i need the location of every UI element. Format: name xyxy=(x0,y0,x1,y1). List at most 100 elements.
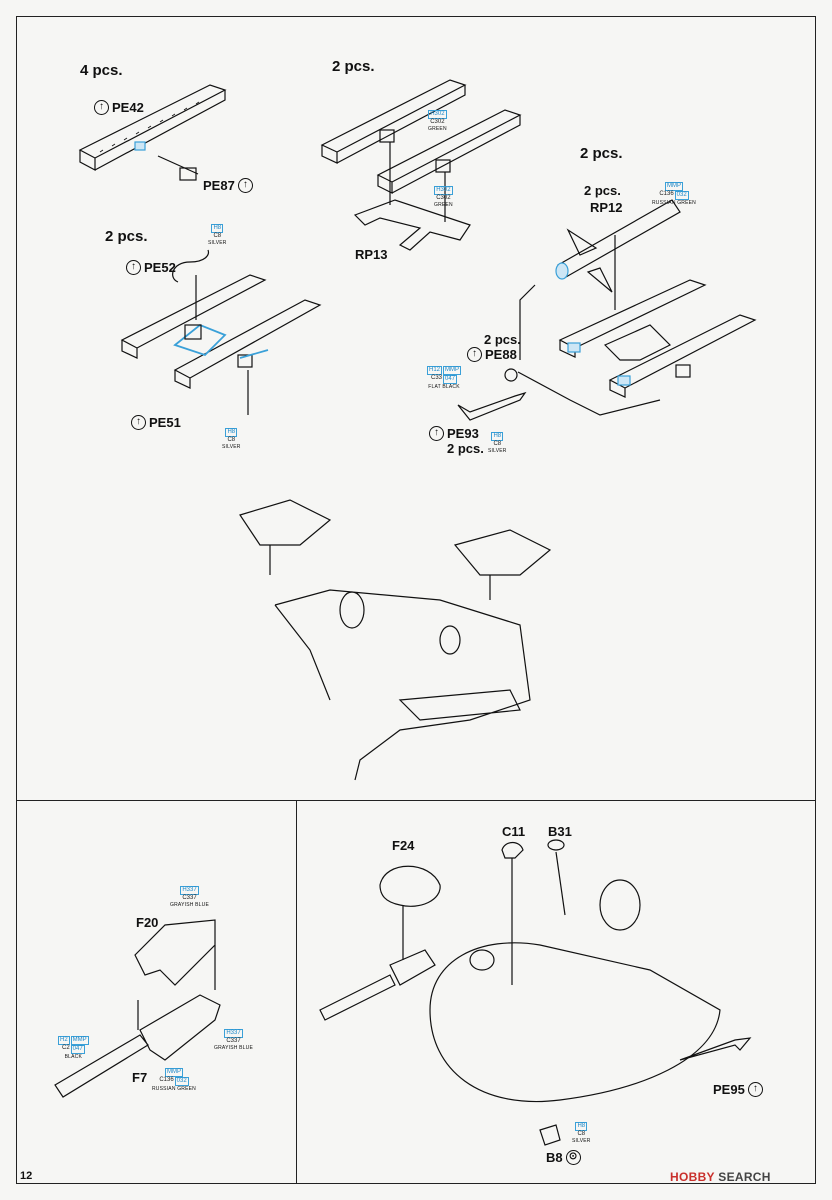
paint-name: GREEN xyxy=(428,126,447,132)
rail-right-upper-drawing xyxy=(558,279,707,358)
part-label-b8: B8 ⊙ xyxy=(546,1150,581,1165)
paint-code: C8 xyxy=(227,437,236,443)
quantity-label: 2 pcs. xyxy=(105,228,148,245)
paint-name: SILVER xyxy=(222,444,241,450)
rail-pe42-drawing xyxy=(78,84,227,171)
paint-code: H8 xyxy=(491,432,504,441)
paint-code: C8 xyxy=(493,441,502,447)
paint-code: MMP xyxy=(70,1036,89,1045)
paint-code: H8 xyxy=(211,224,224,233)
paint-callout-silver: H8 C8 SILVER xyxy=(572,1122,591,1145)
photo-etch-icon: ↑ xyxy=(429,426,444,441)
quantity-label: 2 pcs. xyxy=(447,441,484,456)
strap-pe93-drawing xyxy=(457,391,527,421)
quantity-label: 2 pcs. xyxy=(332,58,375,75)
paint-code: MMP xyxy=(665,182,683,191)
block-drawing xyxy=(179,167,197,181)
paint-code: 032 xyxy=(174,1077,189,1086)
part-label-f24: F24 xyxy=(392,838,415,853)
part-b31-drawing xyxy=(547,839,565,851)
section-divider-horizontal xyxy=(16,800,816,801)
paint-code: 032 xyxy=(674,191,689,200)
part-c11-drawing xyxy=(501,841,524,859)
paint-name: BLACK xyxy=(64,1054,83,1060)
dome-f24-drawing xyxy=(379,865,441,907)
paint-code: H12 xyxy=(427,366,443,375)
part-label-f7: F7 xyxy=(132,1070,148,1085)
paint-code: C136 xyxy=(159,1077,174,1083)
paint-code: C2 xyxy=(61,1045,70,1051)
part-label-rp13: RP13 xyxy=(355,247,388,262)
paint-callout-green: H302 C302 GREEN xyxy=(434,186,453,209)
paint-name: SILVER xyxy=(572,1138,591,1144)
fuselage-drawing xyxy=(274,589,531,781)
paint-code: C8 xyxy=(213,233,222,239)
paint-code: H302 xyxy=(428,110,447,119)
paint-code: C8 xyxy=(577,1131,586,1137)
watermark: HOBBY SEARCH xyxy=(670,1170,771,1184)
part-id: PE52 xyxy=(144,260,176,275)
photo-etch-icon: ↑ xyxy=(467,347,482,362)
rail-pe52-lower-drawing xyxy=(173,299,322,389)
paint-code: H337 xyxy=(180,886,199,895)
watermark-text: HOBBY xyxy=(670,1170,715,1184)
hook-pe52-drawing xyxy=(172,249,210,283)
photo-etch-icon: ↑ xyxy=(747,1082,763,1097)
paint-callout-silver: H8 C8 SILVER xyxy=(222,428,241,451)
part-id: PE88 xyxy=(485,347,517,362)
rail-right-lower-drawing xyxy=(608,314,757,398)
page-frame xyxy=(16,16,816,1184)
gun-barrel-drawing xyxy=(319,949,436,1021)
part-id: PE93 xyxy=(447,426,479,441)
paint-name: GREEN xyxy=(434,202,453,208)
part-label-pe93: ↑ PE93 xyxy=(429,426,479,441)
part-label-pe51: ↑ PE51 xyxy=(131,415,181,430)
section-divider-vertical xyxy=(296,800,297,1184)
part-id: B8 xyxy=(546,1150,563,1165)
paint-code: H8 xyxy=(575,1122,588,1131)
photo-etch-icon: ↑ xyxy=(237,178,253,193)
paint-code: MMP xyxy=(443,366,462,375)
paint-callout-green: H302 C302 GREEN xyxy=(428,110,447,133)
paint-name: SILVER xyxy=(488,448,507,454)
paint-name: GRAYISH BLUE xyxy=(214,1045,253,1051)
page-number: 12 xyxy=(20,1170,33,1182)
part-id: PE51 xyxy=(149,415,181,430)
paint-code: C302 xyxy=(436,195,451,201)
part-label-pe52: ↑ PE52 xyxy=(126,260,176,275)
quantity-label: 4 pcs. xyxy=(80,62,123,79)
part-label-f20: F20 xyxy=(136,915,159,930)
paint-code: 047 xyxy=(443,375,458,384)
part-b8-drawing xyxy=(539,1124,561,1146)
paint-name: RUSSIAN GREEN xyxy=(152,1086,196,1092)
quantity-label: 2 pcs. xyxy=(580,145,623,162)
rail-pe52-upper-drawing xyxy=(120,274,267,359)
pylon-right-drawing xyxy=(453,529,552,600)
part-id: PE87 xyxy=(203,178,235,193)
part-label-b31: B31 xyxy=(548,824,572,839)
nose-hull-drawing xyxy=(429,942,721,1103)
paint-code: H337 xyxy=(224,1029,243,1038)
paint-code: H8 xyxy=(225,428,238,437)
paint-name: FLAT BLACK xyxy=(428,384,460,390)
part-label-c11: C11 xyxy=(502,824,526,839)
paint-callout-grayish-blue: H337 C337 GRAYISH BLUE xyxy=(214,1029,253,1052)
paint-code: C136 xyxy=(659,191,674,197)
paint-code: C33 xyxy=(430,375,442,381)
resin-part-icon: ⊙ xyxy=(565,1150,581,1165)
paint-callout-grayish-blue: H337 C337 GRAYISH BLUE xyxy=(170,886,209,909)
rail-rp13-lower-drawing xyxy=(376,109,522,194)
paint-name: GRAYISH BLUE xyxy=(170,902,209,908)
part-label-pe88: ↑ PE88 xyxy=(467,347,517,362)
paint-callout-silver: H8 C8 SILVER xyxy=(488,432,507,455)
quantity-label: 2 pcs. xyxy=(484,332,521,347)
paint-code: H2 xyxy=(58,1036,70,1045)
paint-name: SILVER xyxy=(208,240,227,246)
paint-code: C337 xyxy=(226,1038,241,1044)
pylon-left-drawing xyxy=(239,499,332,575)
